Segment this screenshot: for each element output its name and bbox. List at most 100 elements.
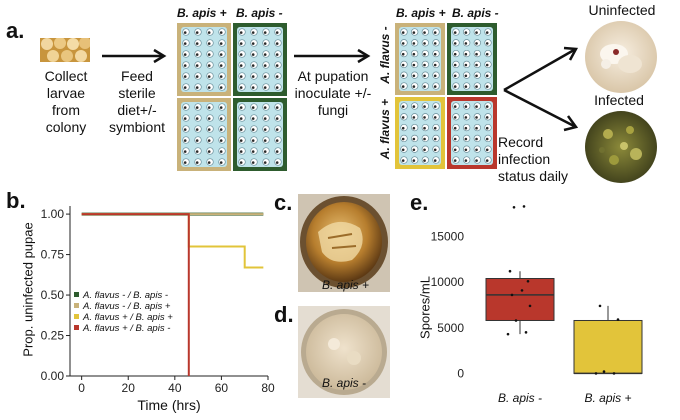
larva-dot bbox=[412, 74, 416, 78]
larva-dot bbox=[275, 106, 279, 109]
x-tick-label: 40 bbox=[168, 381, 182, 395]
data-point bbox=[528, 304, 532, 308]
x-tick-label: 60 bbox=[215, 381, 229, 395]
plate-well-area bbox=[451, 27, 493, 91]
larva-dot bbox=[183, 139, 187, 142]
series-line bbox=[81, 213, 190, 376]
legend-swatch bbox=[74, 325, 79, 330]
panel-e-letter: e. bbox=[410, 190, 429, 215]
larva-dot bbox=[475, 52, 478, 56]
larva-dot bbox=[207, 53, 211, 56]
larva-dot bbox=[401, 148, 405, 152]
y-tick-label: 0.25 bbox=[41, 329, 65, 343]
larva-dot bbox=[275, 86, 279, 89]
larva-dot bbox=[183, 128, 187, 131]
larva-dot bbox=[401, 85, 405, 88]
larva-dot bbox=[207, 64, 211, 67]
data-point bbox=[594, 372, 598, 375]
legend-entry: A. flavus - / B. apis + bbox=[82, 301, 171, 312]
data-point bbox=[602, 370, 606, 373]
larva-dot bbox=[412, 116, 416, 119]
plate-2 bbox=[394, 22, 498, 170]
larva-dot bbox=[239, 106, 243, 109]
panel-a-letter: a. bbox=[6, 18, 25, 43]
larva-dot bbox=[183, 117, 187, 120]
larva-dot bbox=[464, 63, 468, 67]
larva-dot bbox=[219, 53, 223, 56]
larva-dot bbox=[464, 31, 468, 34]
step4-line2: infection bbox=[498, 151, 551, 167]
larva-dot bbox=[251, 150, 255, 153]
larva-dot bbox=[195, 42, 199, 45]
panel-b-letter: b. bbox=[6, 188, 26, 213]
larva-dot bbox=[485, 105, 489, 108]
data-point bbox=[508, 269, 512, 273]
larva-dot bbox=[401, 63, 405, 67]
larva-dot bbox=[183, 75, 187, 78]
x-tick-label: 0 bbox=[78, 381, 85, 395]
larva-dot bbox=[433, 31, 437, 34]
plate-1 bbox=[176, 22, 288, 172]
larva-dot bbox=[219, 75, 223, 78]
y-tick-label: 0 bbox=[457, 366, 464, 380]
larva-dot bbox=[195, 86, 199, 89]
box bbox=[485, 278, 555, 321]
larva-dot bbox=[475, 159, 478, 162]
larva-dot bbox=[401, 74, 405, 78]
larva-dot bbox=[485, 74, 489, 78]
larva-dot bbox=[275, 31, 279, 34]
larva-dot bbox=[251, 75, 255, 78]
step-inoculate-text: At pupation inoculate +/- fungi bbox=[280, 68, 386, 119]
step-feed-text: Feed sterile diet+/- symbiont bbox=[102, 68, 172, 136]
larva-dot bbox=[263, 75, 267, 78]
larva-dot bbox=[275, 139, 279, 142]
larva-dot bbox=[239, 161, 243, 164]
larva-dot bbox=[251, 128, 255, 131]
larva-dot bbox=[183, 86, 187, 89]
data-point bbox=[616, 318, 620, 321]
larva-dot bbox=[453, 148, 457, 152]
larva-dot bbox=[195, 106, 199, 109]
larva-dot bbox=[475, 42, 478, 45]
larva-dot bbox=[485, 42, 489, 45]
larva-dot bbox=[475, 105, 478, 108]
panel-d-letter: d. bbox=[274, 302, 294, 327]
larva-dot bbox=[251, 64, 255, 67]
larva-dot bbox=[275, 150, 279, 153]
larva-dot bbox=[239, 86, 243, 89]
larva-dot bbox=[464, 159, 468, 162]
larva-dot bbox=[195, 128, 199, 131]
larva-dot bbox=[263, 106, 267, 109]
larva-dot bbox=[485, 126, 489, 130]
step1-line4: colony bbox=[45, 119, 87, 135]
larva-dot bbox=[207, 117, 211, 120]
larva-dot bbox=[195, 31, 199, 34]
larva-dot bbox=[433, 52, 437, 56]
larva-dot bbox=[464, 74, 468, 78]
larva-dot bbox=[251, 117, 255, 120]
larva-dot bbox=[275, 64, 279, 67]
y-tick-label: 1.00 bbox=[41, 207, 65, 221]
caption-bapis-positive: B. apis + bbox=[322, 278, 370, 292]
data-point bbox=[514, 319, 518, 322]
larva-dot bbox=[433, 137, 437, 141]
larva-dot bbox=[475, 126, 478, 130]
larva-dot bbox=[485, 85, 489, 88]
step3-line2: inoculate +/- bbox=[294, 85, 372, 101]
larva-dot bbox=[251, 106, 255, 109]
larva-dot bbox=[412, 52, 416, 56]
larva-dot bbox=[207, 106, 211, 109]
larva-dot bbox=[485, 148, 489, 152]
legend-entry: A. flavus + / B. apis + bbox=[82, 312, 173, 323]
arrow-right-icon bbox=[102, 48, 167, 64]
larva-dot bbox=[251, 86, 255, 89]
larva-dot bbox=[433, 116, 437, 119]
plate-well-area bbox=[181, 27, 227, 92]
plate-well-area bbox=[451, 101, 493, 165]
fork-arrows-icon bbox=[503, 46, 579, 132]
larva-dot bbox=[485, 52, 489, 56]
larva-dot bbox=[219, 31, 223, 34]
step4-line3: status daily bbox=[498, 168, 569, 184]
